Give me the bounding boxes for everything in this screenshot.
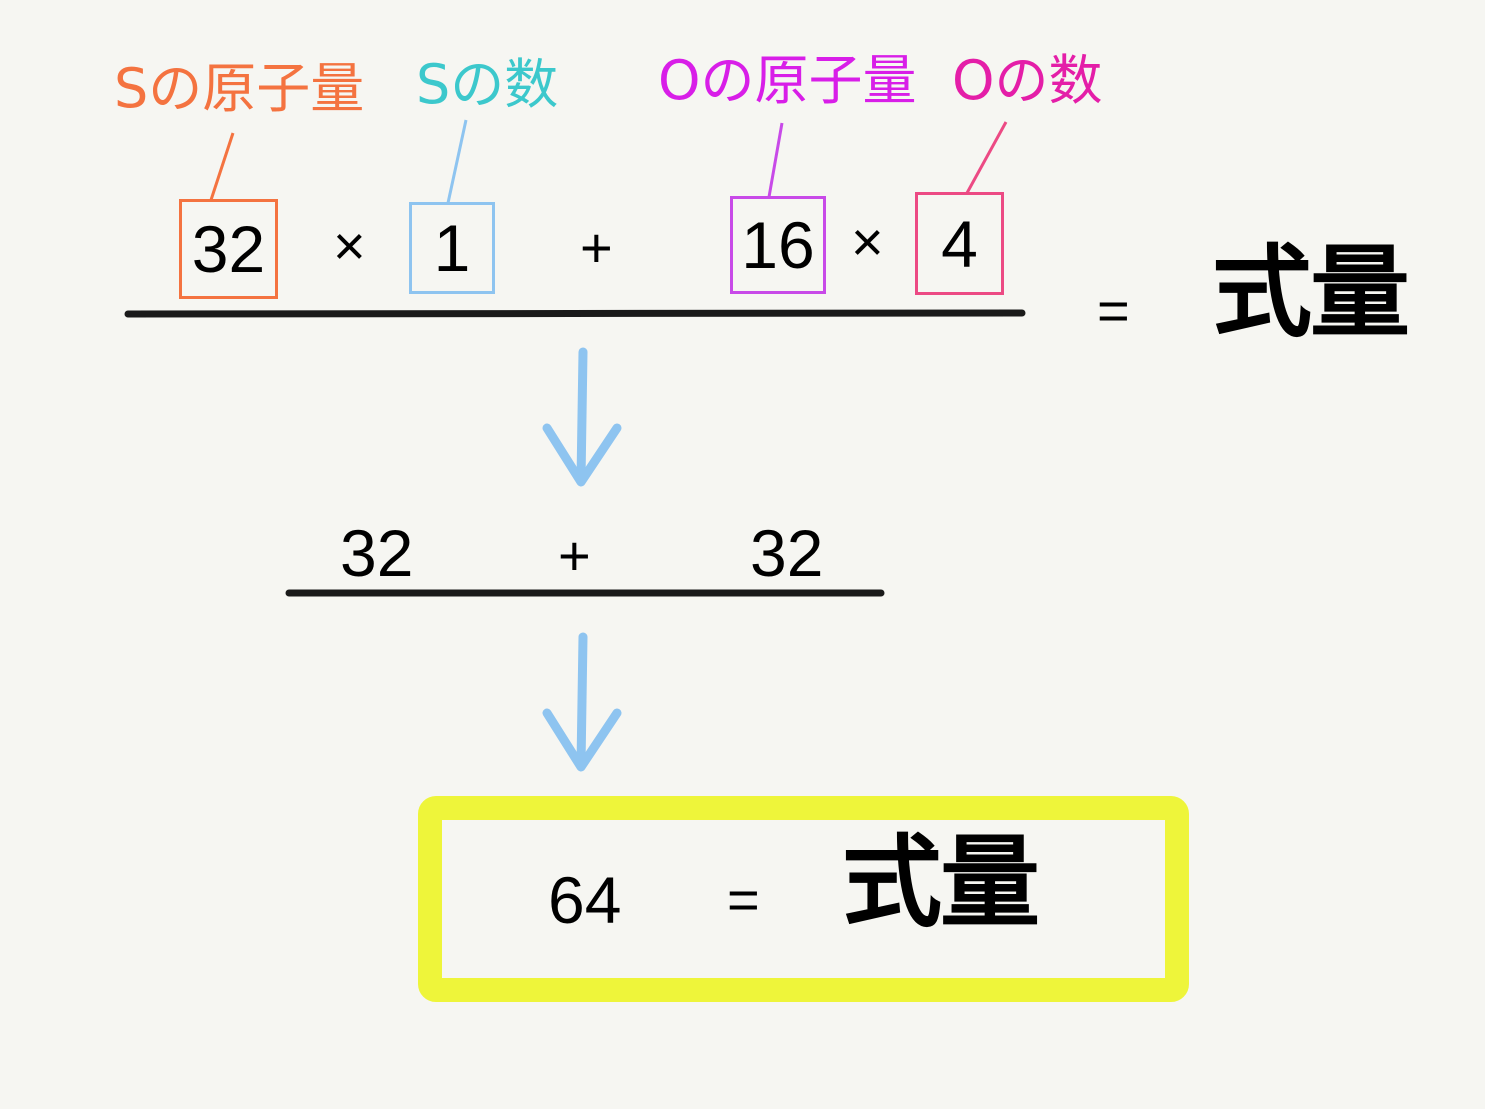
result-highlight-box bbox=[418, 796, 1189, 1002]
equals-sign: = bbox=[1097, 279, 1130, 342]
leader-line-o-count bbox=[965, 121, 1008, 194]
o-count-box: 4 bbox=[915, 192, 1004, 295]
s-mass-box: 32 bbox=[179, 199, 278, 299]
label-o-atomic-mass: Oの原子量 bbox=[658, 49, 917, 112]
o-count-value: 4 bbox=[941, 206, 978, 281]
plus-sign: + bbox=[558, 524, 591, 587]
total-value: 64 bbox=[548, 863, 622, 937]
plus-sign: + bbox=[580, 216, 613, 279]
label-s-count: Sの数 bbox=[416, 53, 559, 116]
s-total-value: 32 bbox=[340, 516, 414, 590]
fraction-bar-1 bbox=[124, 309, 1026, 318]
down-arrow-icon bbox=[542, 632, 622, 772]
s-count-value: 1 bbox=[433, 211, 471, 285]
o-mass-value: 16 bbox=[741, 208, 815, 282]
down-arrow-icon bbox=[542, 347, 622, 487]
leader-line-s-mass bbox=[209, 132, 235, 201]
s-mass-value: 32 bbox=[191, 212, 266, 286]
o-total-value: 32 bbox=[750, 516, 824, 590]
formula-weight-result: 式量 bbox=[842, 824, 1040, 941]
times-sign: × bbox=[333, 214, 366, 277]
o-mass-box: 16 bbox=[730, 196, 826, 294]
label-o-count: Oの数 bbox=[952, 49, 1103, 112]
times-sign: × bbox=[851, 210, 884, 273]
s-count-box: 1 bbox=[409, 202, 495, 294]
label-s-atomic-mass: Sの原子量 bbox=[114, 57, 365, 120]
equals-sign: = bbox=[727, 868, 760, 931]
leader-line-s-count bbox=[446, 119, 468, 204]
leader-line-o-mass bbox=[767, 122, 784, 198]
formula-weight-label: 式量 bbox=[1212, 234, 1410, 351]
